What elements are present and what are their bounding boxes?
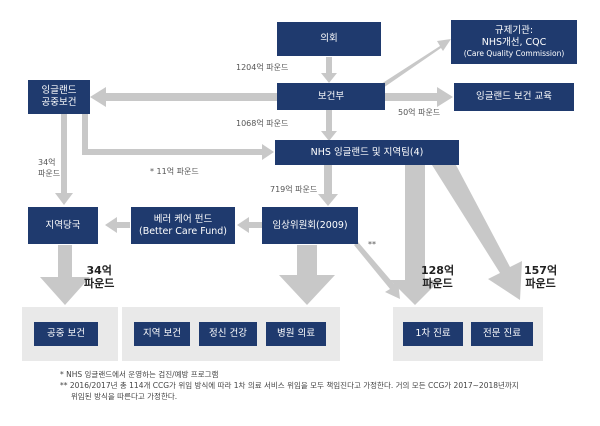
community-health-label: 지역 보건 bbox=[143, 328, 181, 340]
flow-label-34-small-line1: 34억 bbox=[38, 158, 56, 167]
arrow-dh-to-hee bbox=[385, 87, 453, 107]
flow-label-34-small-line2: 파운드 bbox=[38, 168, 61, 178]
regulator-names: NHS개선, CQC bbox=[481, 37, 547, 49]
primary-care-label: 1차 진료 bbox=[415, 328, 451, 340]
arrow-ccg-to-primary-care bbox=[354, 242, 400, 299]
flow-label-157-line1: 157억 bbox=[524, 264, 558, 277]
mental-health-node: 정신 건강 bbox=[199, 322, 257, 346]
local-authority-label: 지역당국 bbox=[45, 219, 81, 231]
arrow-england-ph-to-nhs-england bbox=[82, 114, 274, 160]
footnote-2-continued: 위임된 방식을 따른다고 가정한다. bbox=[71, 391, 178, 401]
flow-label-11: * 11억 파운드 bbox=[150, 167, 199, 176]
hospital-care-label: 병원 의료 bbox=[277, 328, 315, 340]
footnote-1: * NHS 잉글랜드에서 운영하는 검진/예방 프로그램 bbox=[60, 370, 219, 379]
arrow-england-ph-to-local-authority bbox=[55, 114, 73, 205]
arrow-nhs-england-to-ccg bbox=[318, 165, 338, 206]
england-ph-line1: 잉글랜드 bbox=[41, 85, 77, 97]
mental-health-label: 정신 건강 bbox=[209, 328, 247, 340]
flow-label-1068: 1068억 파운드 bbox=[236, 119, 289, 128]
flow-label-719: 719억 파운드 bbox=[270, 185, 318, 194]
department-of-health-node: 보건부 bbox=[277, 83, 385, 110]
flow-label-34-big: 34억 파운드 bbox=[84, 264, 115, 290]
england-public-health-node: 잉글랜드 공중보건 bbox=[28, 80, 90, 114]
ccg-label: 임상위원회(2009) bbox=[272, 219, 348, 231]
hospital-care-node: 병원 의료 bbox=[266, 322, 326, 346]
arrow-nhs-england-to-specialist-care bbox=[432, 165, 522, 300]
regulator-cqc-full: (Care Quality Commission) bbox=[463, 49, 565, 59]
nhs-england-node: NHS 잉글랜드 및 지역팀(4) bbox=[275, 140, 459, 165]
arrow-bcf-to-local-authority bbox=[105, 217, 130, 233]
public-health-node: 공중 보건 bbox=[34, 322, 98, 346]
regulator-title: 규제기관: bbox=[494, 25, 534, 37]
arrow-dh-to-england-ph bbox=[90, 87, 280, 107]
flow-label-double-star: ** bbox=[368, 240, 376, 249]
community-health-node: 지역 보건 bbox=[134, 322, 190, 346]
hee-label: 잉글랜드 보건 교육 bbox=[476, 91, 552, 103]
england-ph-line2: 공중보건 bbox=[41, 97, 77, 108]
health-education-england-node: 잉글랜드 보건 교육 bbox=[454, 83, 574, 111]
flow-label-1204: 1204억 파운드 bbox=[236, 63, 289, 72]
footnotes: * NHS 잉글랜드에서 운영하는 검진/예방 프로그램 ** 2016/201… bbox=[60, 370, 590, 403]
flow-label-50: 50억 파운드 bbox=[398, 108, 441, 117]
ccg-node: 임상위원회(2009) bbox=[262, 207, 358, 244]
local-authority-node: 지역당국 bbox=[28, 207, 98, 244]
specialist-care-label: 전문 진료 bbox=[483, 328, 521, 340]
nhs-england-label: NHS 잉글랜드 및 지역팀(4) bbox=[310, 146, 424, 158]
flow-label-128-line2: 파운드 bbox=[422, 276, 453, 290]
arrow-dh-to-regulator bbox=[381, 39, 451, 88]
footnote-2: ** 2016/2017년 총 114개 CCG가 위임 방식에 따라 1차 의… bbox=[60, 380, 519, 390]
arrow-ccg-to-services bbox=[279, 245, 335, 305]
specialist-care-node: 전문 진료 bbox=[471, 322, 533, 346]
arrow-local-authority-to-public-health bbox=[40, 245, 90, 305]
council-node: 의회 bbox=[277, 22, 381, 56]
flow-label-157-line2: 파운드 bbox=[525, 276, 556, 290]
arrow-council-to-dh bbox=[321, 57, 337, 83]
flow-label-34-big-line2: 파운드 bbox=[84, 276, 115, 290]
arrow-ccg-to-bcf bbox=[237, 217, 262, 233]
flow-label-128: 128억 파운드 bbox=[421, 264, 455, 290]
regulator-node: 규제기관: NHS개선, CQC (Care Quality Commissio… bbox=[451, 20, 577, 64]
flow-label-34-big-line1: 34억 bbox=[86, 264, 112, 277]
bcf-label: 베러 케어 펀드 bbox=[153, 213, 213, 225]
public-health-label: 공중 보건 bbox=[47, 328, 85, 340]
arrow-nhs-england-to-primary-care bbox=[390, 165, 440, 305]
better-care-fund-node: 베러 케어 펀드 (Better Care Fund) bbox=[131, 207, 235, 244]
bcf-english: (Better Care Fund) bbox=[138, 225, 228, 237]
flow-label-157: 157억 파운드 bbox=[524, 264, 558, 290]
arrow-dh-to-nhs-england bbox=[321, 110, 337, 141]
dh-label: 보건부 bbox=[317, 90, 345, 102]
council-label: 의회 bbox=[320, 33, 338, 45]
flow-label-128-line1: 128억 bbox=[421, 264, 455, 277]
flow-label-34-small: 34억 파운드 bbox=[38, 158, 60, 180]
primary-care-node: 1차 진료 bbox=[403, 322, 463, 346]
